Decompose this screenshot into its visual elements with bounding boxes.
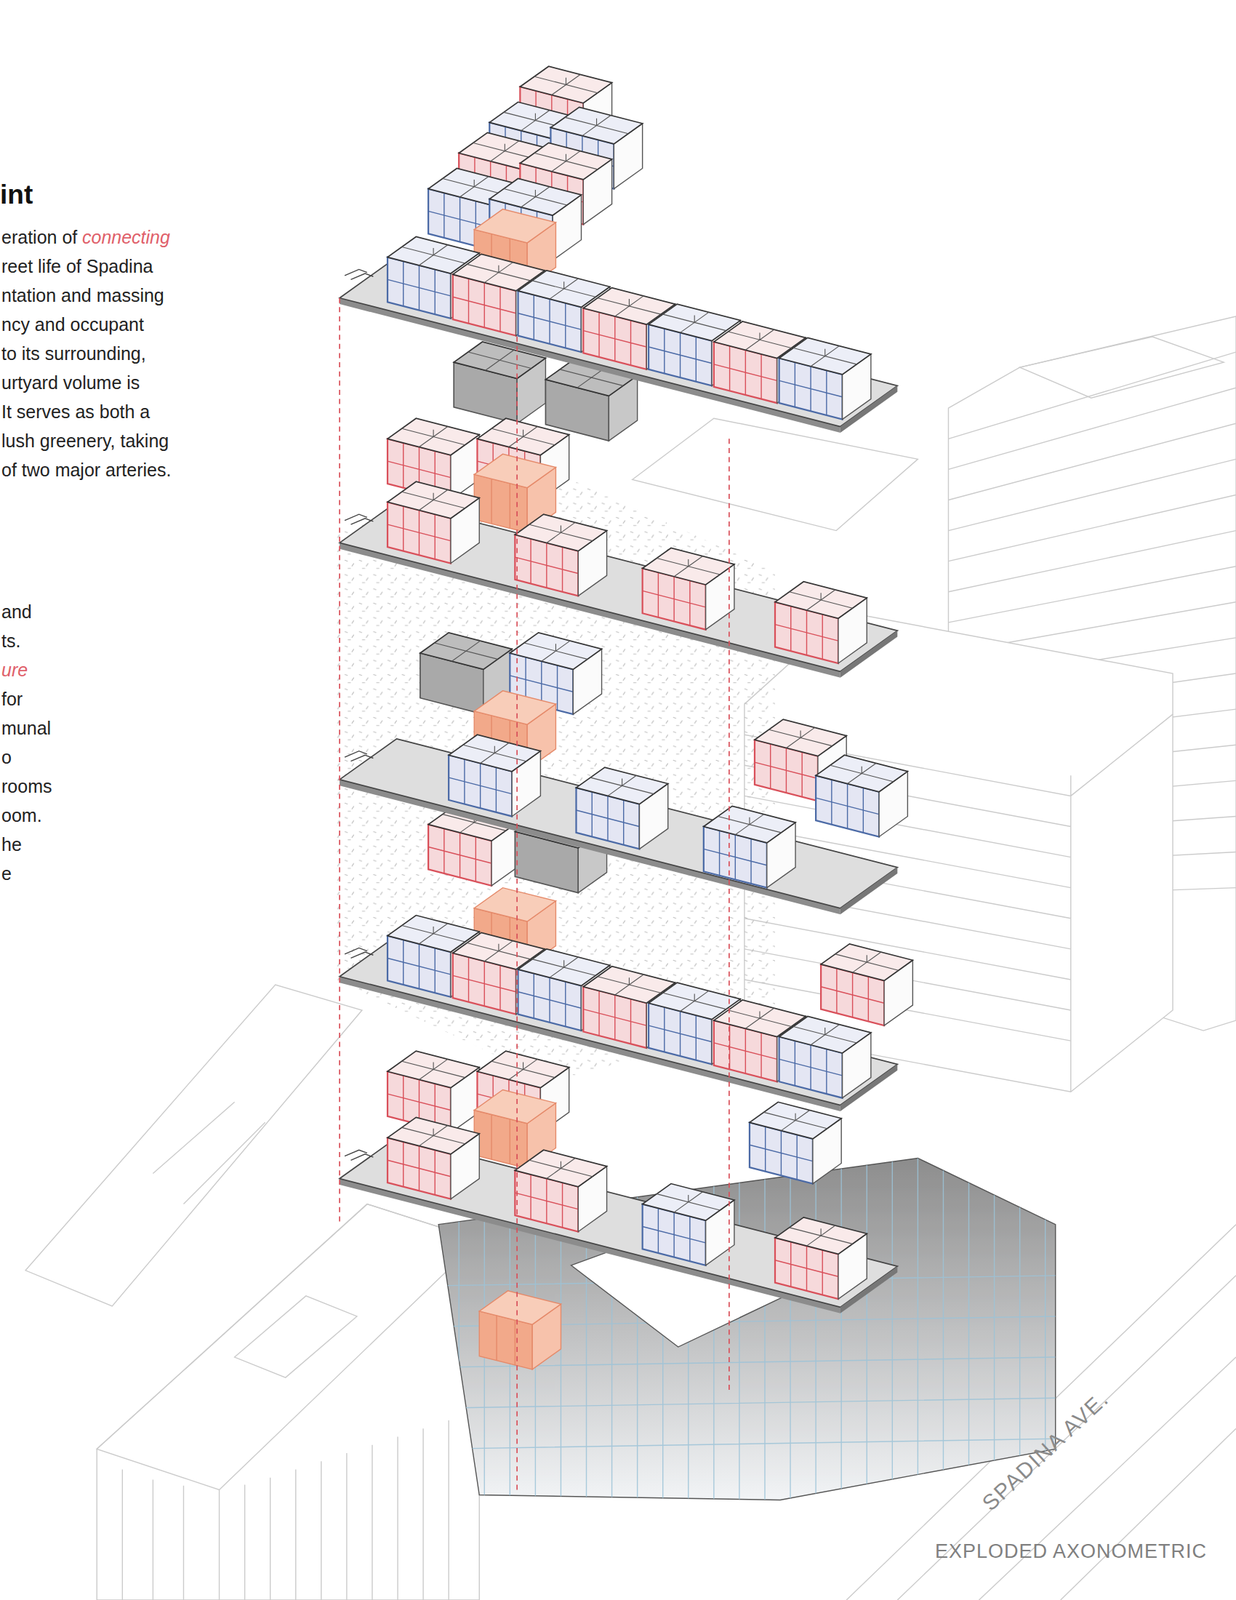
- body-text: to its surrounding,: [1, 343, 147, 364]
- text-line: lush greenery, taking: [1, 429, 169, 452]
- unit-box: [820, 943, 913, 1026]
- text-line: to its surrounding,: [1, 342, 147, 365]
- text-line: for: [1, 687, 23, 710]
- unit-box: [642, 1183, 735, 1266]
- body-text: for: [1, 688, 23, 709]
- unit-box: [448, 734, 541, 816]
- unit-box: [779, 337, 872, 419]
- unit-box: [749, 1101, 842, 1183]
- body-text: of two major arteries.: [1, 459, 171, 480]
- caption: EXPLODED AXONOMETRIC: [934, 1539, 1207, 1563]
- heading: int: [0, 179, 33, 211]
- body-text: It serves as both a: [1, 401, 150, 422]
- accent-word: ure: [1, 659, 28, 680]
- street-name: SPADINA AVE.: [977, 1385, 1114, 1516]
- unit-box: [775, 581, 867, 664]
- body-text: ntation and massing: [1, 285, 165, 306]
- unit-box: [642, 547, 735, 629]
- body-text: urtyard volume is: [1, 372, 140, 393]
- text-line: e: [1, 862, 12, 885]
- text-line: oom.: [1, 804, 43, 826]
- body-text: oom.: [1, 804, 43, 826]
- core-volume: [479, 1290, 561, 1370]
- body-text: ts.: [1, 630, 21, 651]
- body-text: eration of: [1, 226, 78, 248]
- text-line: ntation and massing: [1, 284, 165, 307]
- text-line: ure: [1, 658, 28, 681]
- alignment-line: [339, 298, 730, 1490]
- body-text: rooms: [1, 775, 52, 797]
- unit-box: [514, 514, 607, 596]
- text-line: reet life of Spadina: [1, 255, 153, 278]
- unit-box: [387, 481, 480, 563]
- text-line: ncy and occupant: [1, 313, 144, 336]
- text-line: and: [1, 600, 32, 623]
- unit-box: [815, 754, 908, 837]
- body-text: munal: [1, 717, 51, 738]
- unit-box: [387, 1116, 480, 1199]
- body-text: e: [1, 863, 12, 884]
- body-text: lush greenery, taking: [1, 430, 169, 451]
- text-line: he: [1, 833, 22, 856]
- body-text: o: [1, 746, 12, 768]
- unit-box: [775, 1217, 867, 1299]
- unit-box: [779, 1015, 872, 1098]
- unit-box: [453, 341, 546, 424]
- text-line: eration ofconnecting: [1, 226, 171, 248]
- text-line: rooms: [1, 775, 52, 797]
- unit-box: [703, 805, 796, 888]
- unit-box: [387, 1050, 480, 1133]
- body-text: ncy and occupant: [1, 314, 144, 335]
- text-line: o: [1, 745, 12, 768]
- text-line: urtyard volume is: [1, 371, 140, 394]
- text-line: It serves as both a: [1, 400, 150, 423]
- unit-box: [514, 1149, 607, 1231]
- unit-box: [575, 767, 668, 849]
- accent-word: connecting: [82, 226, 171, 248]
- text-line: of two major arteries.: [1, 458, 171, 481]
- body-text: reet life of Spadina: [1, 255, 153, 277]
- text-line: munal: [1, 716, 51, 739]
- body-text: and: [1, 601, 32, 622]
- text-line: ts.: [1, 629, 21, 652]
- context-buildings: [25, 316, 1236, 1600]
- body-text: he: [1, 833, 22, 855]
